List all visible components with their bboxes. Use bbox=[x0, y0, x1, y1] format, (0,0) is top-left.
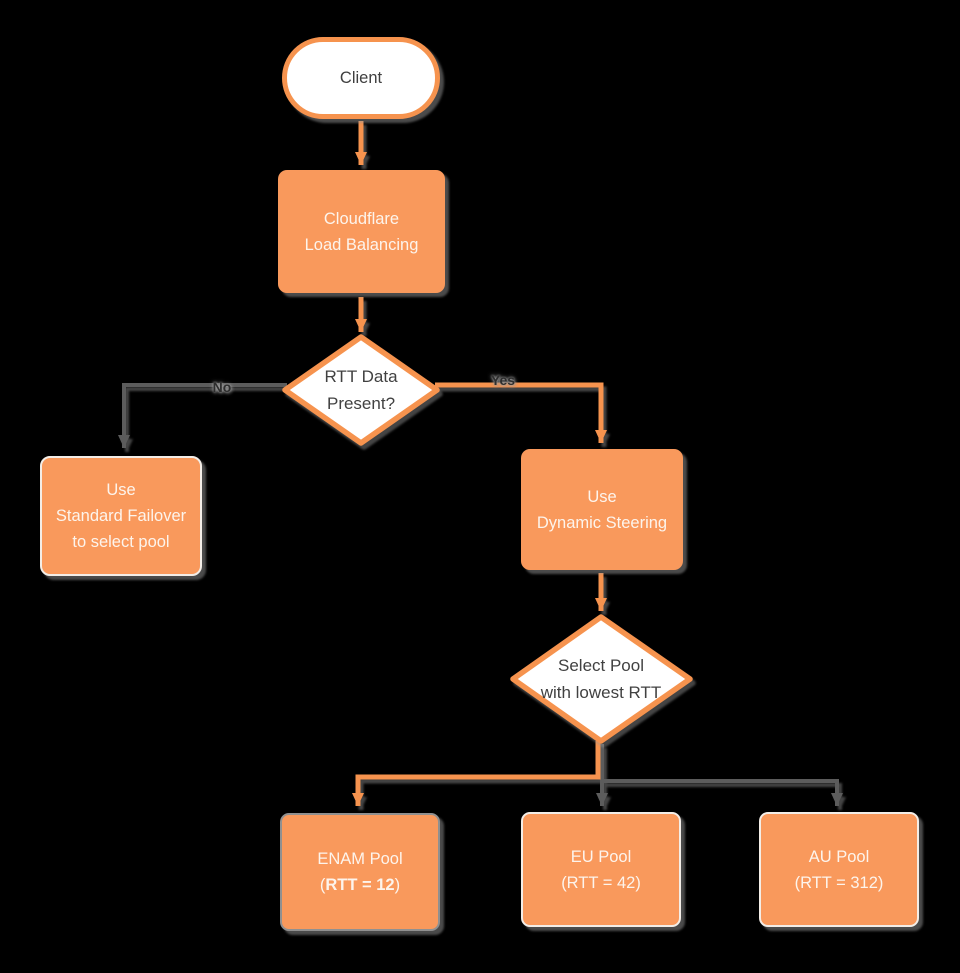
decision-select-pool-shape bbox=[510, 614, 693, 744]
node-label-line: (RTT = 312) bbox=[794, 873, 884, 892]
node-standard-failover: Use Standard Failover to select pool bbox=[40, 456, 202, 576]
node-label-line: Standard Failover bbox=[55, 507, 187, 525]
node-label-line: Load Balancing bbox=[304, 235, 419, 254]
node-dynamic-steering: Use Dynamic Steering bbox=[521, 449, 683, 570]
node-label-line: EU Pool bbox=[570, 847, 632, 866]
node-rtt-decision-label: RTT Data Present? bbox=[324, 363, 397, 417]
decision-rtt-shape bbox=[282, 334, 440, 446]
node-client-label: Client bbox=[339, 68, 383, 87]
node-label-line: Select Pool bbox=[557, 656, 644, 675]
rtt-value-bold: RTT = 12 bbox=[325, 876, 395, 894]
node-label-line: Use bbox=[587, 487, 617, 506]
edge-select-to-au bbox=[600, 744, 843, 806]
node-label-line: Cloudflare bbox=[323, 209, 400, 228]
node-load-balancer: Cloudflare Load Balancing bbox=[278, 170, 445, 293]
node-label-line: Use bbox=[106, 481, 136, 499]
node-eu-pool: EU Pool (RTT = 42) bbox=[521, 812, 681, 927]
node-label-line: Dynamic Steering bbox=[536, 513, 668, 532]
node-select-pool-label: Select Pool with lowest RTT bbox=[541, 652, 662, 706]
node-label-line: (RTT = 12) bbox=[319, 876, 401, 894]
node-enam-pool: ENAM Pool (RTT = 12) bbox=[280, 813, 440, 931]
node-label-line: ENAM Pool bbox=[317, 850, 403, 868]
edge-label-yes: Yes bbox=[490, 372, 516, 388]
edge-yes-to-dynamic bbox=[435, 382, 607, 443]
node-label-line: (RTT = 42) bbox=[561, 873, 641, 892]
node-label-line: with lowest RTT bbox=[540, 683, 662, 702]
edge-select-to-enam bbox=[352, 741, 601, 806]
node-label-line: Present? bbox=[326, 394, 396, 413]
node-label-line: to select pool bbox=[72, 533, 170, 551]
node-client: Client bbox=[282, 37, 440, 119]
edge-label-no: No bbox=[212, 379, 232, 395]
node-label-line: AU Pool bbox=[808, 847, 870, 866]
node-label-line: RTT Data bbox=[324, 367, 398, 386]
edge-no-to-failover bbox=[118, 383, 287, 448]
node-au-pool: AU Pool (RTT = 312) bbox=[759, 812, 919, 927]
